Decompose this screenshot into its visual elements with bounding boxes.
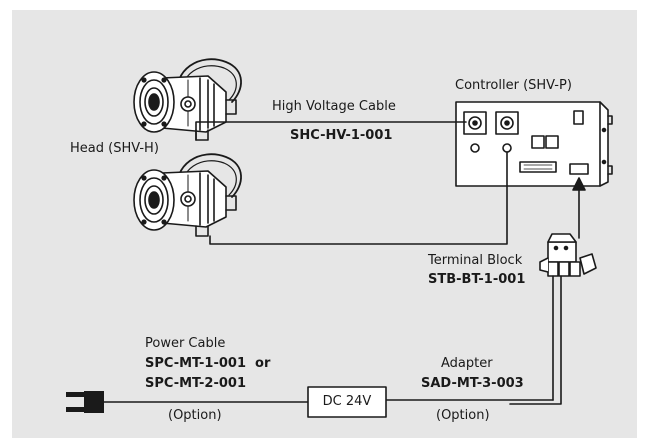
adapter-part-number: SAD-MT-3-003 — [421, 376, 524, 391]
terminal-block-title: Terminal Block — [428, 253, 523, 268]
terminal-block-part-number: STB-BT-1-001 — [428, 272, 526, 287]
power-cable-part-number-2: SPC-MT-2-001 — [145, 376, 246, 391]
power-cable-part-number-1: SPC-MT-1-001 or — [145, 356, 271, 371]
power-cable-option-note: (Option) — [168, 408, 222, 423]
terminal-block — [539, 233, 597, 277]
head-label: Head (SHV-H) — [70, 141, 159, 156]
dc-power-supply-box — [307, 386, 387, 418]
power-output-cable — [385, 275, 562, 405]
power-cable-title: Power Cable — [145, 336, 226, 351]
adapter-option-note: (Option) — [436, 408, 490, 423]
dc-supply-label: DC 24V — [322, 394, 372, 409]
hv-cable-part-number: SHC-HV-1-001 — [290, 128, 393, 143]
power-plug-icon — [66, 391, 104, 413]
high-voltage-cable-top — [195, 121, 467, 141]
adapter-title: Adapter — [441, 356, 493, 371]
high-voltage-cable-bottom — [209, 151, 508, 245]
terminal-to-controller-arrow — [572, 177, 586, 239]
head-unit-top — [133, 58, 242, 141]
hv-cable-title: High Voltage Cable — [272, 99, 396, 114]
head-unit-bottom — [133, 153, 242, 237]
diagram-background-panel — [12, 10, 637, 438]
controller-unit — [455, 101, 613, 187]
controller-label: Controller (SHV-P) — [455, 78, 572, 93]
